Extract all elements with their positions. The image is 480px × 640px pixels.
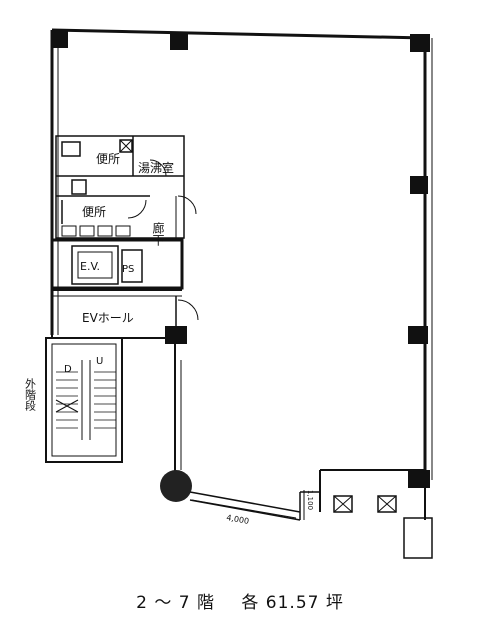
corridor-label: 廊下 <box>151 221 165 246</box>
kitchen-label: 湯沸室 <box>138 160 174 175</box>
toilet-label-2: 便所 <box>82 205 106 219</box>
columns <box>52 30 430 488</box>
ev-hall-label: EVホール <box>82 311 134 325</box>
pipe-shaft-label: PS <box>122 264 134 275</box>
floor-caption: 2 ～ 7 階 各 61.57 坪 <box>0 588 480 613</box>
exterior-stair-label: 外階段 <box>24 378 37 412</box>
elevator-core <box>50 238 184 297</box>
stair-down-label: D <box>64 364 72 375</box>
toilet-label-1: 便所 <box>96 152 120 166</box>
exterior-stair <box>45 337 123 463</box>
outer-walls <box>50 28 433 521</box>
service-area <box>333 495 433 559</box>
stair-up-label: U <box>96 356 103 367</box>
area-text: 各 61.57 坪 <box>241 593 344 613</box>
corridor <box>175 195 197 238</box>
restroom-block <box>55 135 185 239</box>
dimension-lines <box>191 490 305 520</box>
elevator-label: E.V. <box>80 260 100 273</box>
dimension-main-label: 4,000 <box>226 513 250 526</box>
floors-text: 2 ～ 7 階 <box>136 593 215 613</box>
round-column <box>160 470 192 502</box>
dimension-small-label: 1,100 <box>306 490 314 510</box>
